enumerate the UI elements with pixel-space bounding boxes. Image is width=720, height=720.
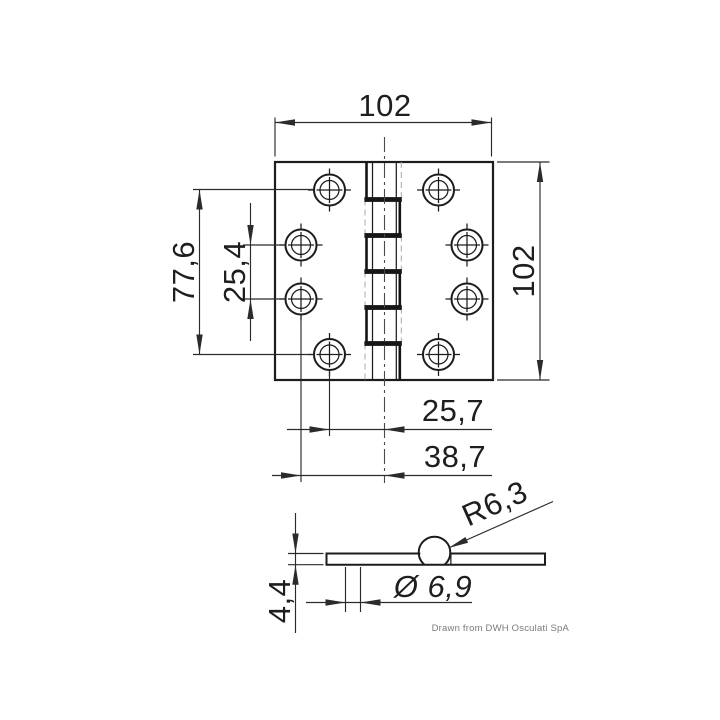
arrowhead <box>325 599 346 606</box>
screw-hole <box>279 223 323 267</box>
hole-center-cross <box>308 168 351 212</box>
hinge-barrel <box>364 137 402 483</box>
screw-hole <box>417 168 460 212</box>
screw-holes <box>279 168 489 376</box>
dimension-holes-span: 77,6 <box>166 188 314 356</box>
hole-center-cross <box>445 223 489 267</box>
hole-center-cross <box>279 223 323 267</box>
arrowhead <box>292 533 299 554</box>
side-plate-outline <box>325 535 546 566</box>
arrowhead <box>247 225 254 245</box>
arrowhead <box>360 599 381 606</box>
dimension-pin-diameter: Ø 6,9 <box>306 567 472 612</box>
arrowhead <box>384 472 405 479</box>
arrowhead <box>309 426 330 433</box>
dimension-plate-thickness: 4,4 <box>262 513 324 633</box>
dimension-label: 25,4 <box>217 241 252 303</box>
drawing-credit: Drawn from DWH Osculati SpA <box>432 623 570 634</box>
arrowhead <box>196 189 203 210</box>
screw-hole <box>279 277 323 321</box>
arrowhead <box>471 119 492 126</box>
dimension-pin-to-near-holes: 25,7 <box>287 371 492 436</box>
screw-hole <box>445 277 489 321</box>
knuckle-joint <box>364 197 402 202</box>
arrowhead <box>292 564 299 585</box>
plate-profile <box>325 552 546 566</box>
screw-hole <box>445 223 489 267</box>
arrowhead <box>384 426 405 433</box>
hole-center-cross <box>308 333 351 376</box>
dimension-label: 38,7 <box>424 439 486 474</box>
front-view: 102 102 77,6 25,4 <box>166 88 550 483</box>
knuckle-bump <box>417 535 452 565</box>
screw-hole <box>308 333 351 376</box>
dimension-label: 4,4 <box>262 579 297 624</box>
knuckle-joint <box>364 341 402 346</box>
screw-hole <box>417 333 460 376</box>
dimension-holes-pitch: 25,4 <box>217 203 285 341</box>
knuckle-joint <box>364 233 402 238</box>
arrowhead <box>247 299 254 319</box>
screw-hole <box>308 168 351 212</box>
dimension-label: 102 <box>506 244 541 297</box>
knuckle-joint <box>364 269 402 274</box>
dimension-label: 25,7 <box>422 393 484 428</box>
hole-center-cross <box>445 277 489 321</box>
dimension-knuckle-radius: R6,3 <box>448 474 554 549</box>
knuckle-joint <box>364 305 402 310</box>
side-view: R6,3 Ø 6,9 4,4 <box>262 474 554 633</box>
hole-center-cross <box>279 277 323 321</box>
arrowhead <box>448 536 469 548</box>
dimension-pin-to-far-holes: 38,7 <box>272 315 492 482</box>
dimension-height-102: 102 <box>497 161 550 381</box>
hole-center-cross <box>417 168 460 212</box>
arrowhead <box>281 472 301 479</box>
arrowhead <box>196 334 203 355</box>
dimension-label: Ø 6,9 <box>393 569 472 604</box>
dimension-label: 77,6 <box>166 241 201 303</box>
arrowhead <box>536 360 544 380</box>
hole-center-cross <box>417 333 460 376</box>
dimension-label: 102 <box>358 88 411 123</box>
arrowhead <box>536 162 544 182</box>
dimension-width-102: 102 <box>274 88 493 157</box>
dimension-label: R6,3 <box>457 474 533 533</box>
arrowhead <box>275 119 295 126</box>
